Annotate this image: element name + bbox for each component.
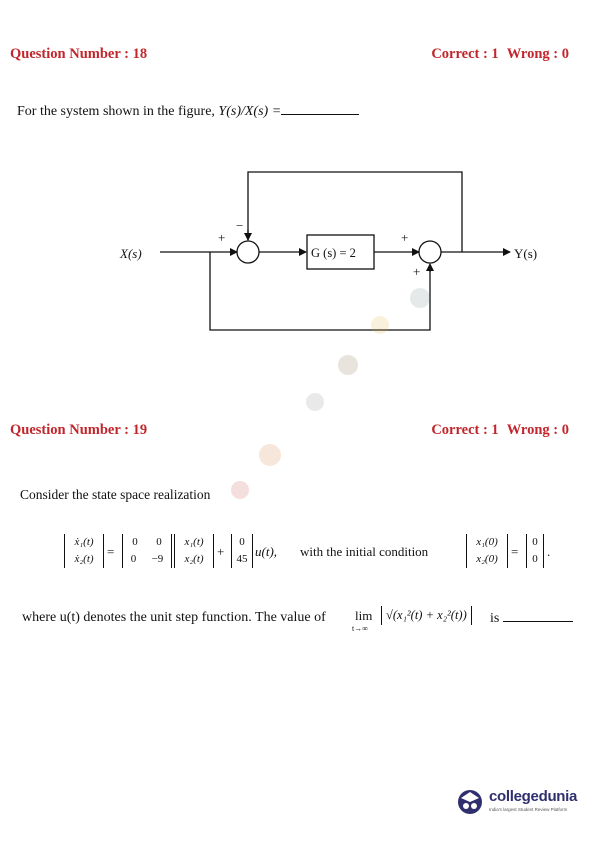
collegedunia-logo: collegedunia India's largest Student Rev…: [455, 786, 585, 820]
q19-answer-blank[interactable]: [502, 610, 573, 622]
initial-condition-text: with the initial condition: [300, 544, 429, 559]
watermark-decor: [231, 393, 324, 499]
q19-wrong: Wrong : 0: [506, 422, 569, 438]
q19-intro: Consider the state space realization: [20, 487, 211, 502]
input-u: u(t),: [255, 544, 278, 559]
q19-is-text: is: [490, 610, 573, 627]
q18-header: Question Number : 18 Correct : 1 Wrong : …: [0, 46, 595, 66]
initial-values-vector: 0 0: [526, 534, 544, 568]
lim-subscript: t→∞: [352, 624, 368, 633]
initial-state-vector: x₁(0) x₂(0): [466, 534, 508, 568]
input-label: X(s): [119, 246, 142, 261]
lim-expression: √(x₁²(t) + x₂²(t)): [381, 606, 472, 625]
sum2-plus-bottom: +: [413, 264, 420, 279]
q18-block-diagram: X(s) Y(s) G (s) = 2 + − + +: [119, 171, 537, 375]
watermark-seals: [338, 288, 430, 375]
q18-prompt: For the system shown in the figure, Y(s)…: [17, 103, 360, 120]
sum1-minus-sign: −: [236, 218, 243, 233]
bottom-feedforward-path: [209, 252, 431, 331]
summing-junction-1: [236, 240, 260, 264]
q18-score: Correct : 1 Wrong : 0: [431, 46, 569, 63]
q18-prompt-expr: Y(s)/X(s) =: [218, 104, 282, 119]
q18-answer-blank[interactable]: [281, 103, 360, 115]
sum1-plus-sign: +: [218, 230, 225, 245]
q18-wrong: Wrong : 0: [506, 46, 569, 62]
state-vector: x₁(t) x₂(t): [174, 534, 214, 568]
logo-name: collegedunia: [489, 788, 578, 805]
sum2-plus-top: +: [401, 230, 408, 245]
top-feedback-path: [247, 171, 463, 252]
input-matrix-b: 0 45: [231, 534, 253, 568]
output-label: Y(s): [514, 246, 537, 261]
q19-header: Question Number : 19 Correct : 1 Wrong : …: [0, 422, 595, 442]
logo-tagline: India's largest Student Review Platform: [489, 807, 568, 812]
summing-junction-2: [418, 240, 442, 264]
block-label: G (s) = 2: [311, 246, 356, 260]
state-derivative-vector: ẋ₁(t) ẋ₂(t): [64, 534, 104, 568]
lim-word: lim: [355, 608, 373, 623]
logo-mark-icon: [458, 790, 482, 814]
q19-number: Question Number : 19: [10, 422, 148, 438]
q18-correct: Correct : 1: [431, 46, 499, 62]
q19-score: Correct : 1 Wrong : 0: [431, 422, 569, 439]
q18-prompt-text: For the system shown in the figure,: [17, 104, 219, 119]
q19-where-text: where u(t) denotes the unit step functio…: [22, 610, 326, 625]
q18-number: Question Number : 18: [10, 46, 148, 62]
q19-correct: Correct : 1: [431, 422, 499, 438]
